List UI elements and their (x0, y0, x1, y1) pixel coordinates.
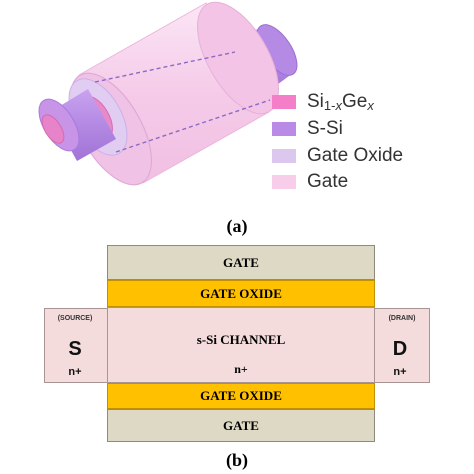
drain-contact (374, 308, 430, 383)
channel-label: s-Si CHANNEL (196, 332, 286, 347)
legend-label-gate: Gate (307, 171, 349, 192)
legend-item-sige: Si1-xGex (272, 90, 374, 114)
drain-tag: (DRAIN) (388, 315, 416, 322)
gate-top: GATE (107, 245, 375, 280)
legend-label-sige: Si1-xGex (307, 91, 374, 113)
source-tag: (SOURCE) (57, 315, 93, 322)
channel-region (107, 307, 375, 383)
legend-swatch-gate (272, 175, 296, 189)
gate-oxide-bottom: GATE OXIDE (107, 383, 375, 409)
source-letter: S (68, 338, 82, 360)
gate-oxide-top: GATE OXIDE (107, 280, 375, 307)
legend-item-gate: Gate (272, 170, 348, 194)
nanowire-illustration (38, 1, 298, 186)
legend-label-gate-oxide: Gate Oxide (307, 145, 404, 166)
caption-b: (b) (226, 450, 248, 470)
drain-doping: n+ (393, 366, 407, 378)
legend-item-ssi: S-Si (272, 117, 343, 141)
legend-swatch-gate-oxide (272, 149, 296, 163)
caption-a: (a) (226, 216, 248, 236)
ssi-wire-left (38, 89, 116, 161)
gate-bottom: GATE (107, 409, 375, 442)
drain-letter: D (392, 338, 408, 360)
legend-swatch-ssi (272, 122, 296, 136)
source-doping: n+ (68, 366, 82, 378)
channel-doping: n+ (234, 362, 248, 376)
legend-swatch-sige (272, 95, 296, 109)
legend-label-ssi: S-Si (307, 118, 343, 139)
legend-item-gate-oxide: Gate Oxide (272, 144, 403, 168)
hidden-core-edges (94, 51, 271, 153)
